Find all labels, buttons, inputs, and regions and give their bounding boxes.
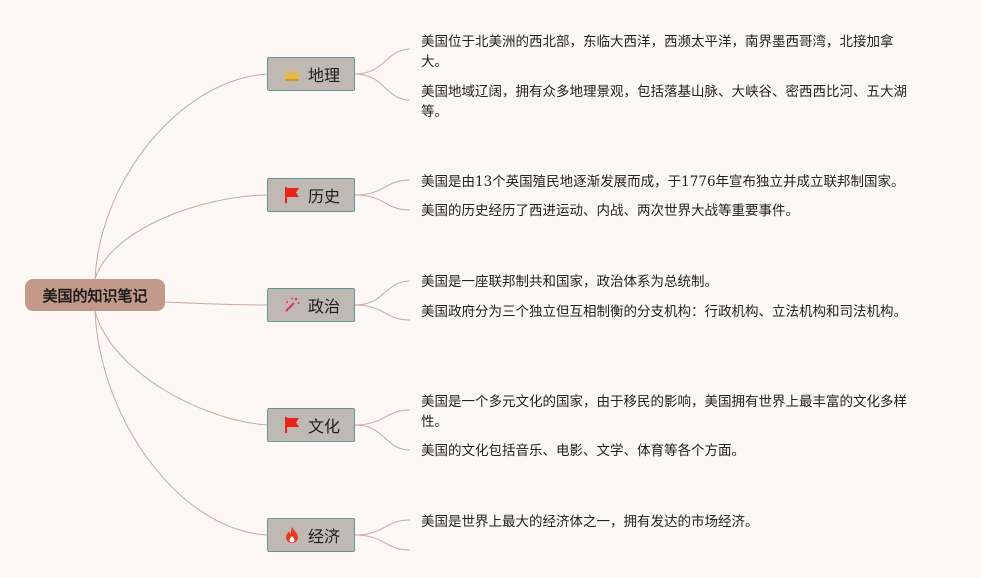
topic-culture[interactable]: 文化	[267, 408, 355, 442]
link-root-economy	[94, 310, 268, 536]
topic-geography[interactable]: 地理	[267, 57, 355, 91]
root-topic[interactable]: 美国的知识笔记	[25, 279, 165, 311]
note-geography-1: 美国位于北美洲的西北部，东临大西洋，西濒太平洋，南界墨西哥湾，北接加拿大。	[421, 34, 894, 70]
link-root-history	[94, 194, 268, 280]
note-history-2: 美国的历史经历了西进运动、内战、两次世界大战等重要事件。	[421, 203, 799, 219]
link-history-note-1	[354, 179, 411, 196]
red-flag-icon	[282, 185, 302, 205]
note-economy-1: 美国是世界上最大的经济体之一，拥有发达的市场经济。	[421, 514, 759, 530]
link-geography-note-2	[354, 73, 411, 101]
fire-icon	[282, 525, 302, 545]
topic-label: 地理	[307, 66, 340, 85]
red-flag-icon	[282, 415, 302, 435]
topic-label: 政治	[307, 297, 340, 316]
link-geography-note-1	[354, 48, 411, 75]
topic-label: 经济	[307, 527, 340, 546]
topic-economy[interactable]: 经济	[267, 518, 355, 552]
topic-politics[interactable]: 政治	[267, 288, 355, 322]
note-politics-2: 美国政府分为三个独立但互相制衡的分支机构：行政机构、立法机构和司法机构。	[421, 304, 907, 320]
note-culture-2: 美国的文化包括音乐、电影、文学、体育等各个方面。	[421, 443, 745, 459]
crown-icon	[282, 64, 302, 84]
link-culture-note-1	[354, 409, 411, 426]
topic-label: 历史	[307, 187, 340, 206]
link-history-note-2	[354, 194, 411, 211]
link-culture-note-2	[354, 424, 411, 451]
note-history-1: 美国是由13个英国殖民地逐渐发展而成，于1776年宣布独立并成立联邦制国家。	[421, 174, 905, 190]
link-politics-note-1	[354, 280, 411, 306]
topic-label: 文化	[307, 417, 340, 436]
topic-history[interactable]: 历史	[267, 178, 355, 212]
magic-wand-icon	[282, 295, 302, 315]
note-politics-1: 美国是一座联邦制共和国家，政治体系为总统制。	[421, 274, 718, 290]
note-culture-1: 美国是一个多元文化的国家，由于移民的影响，美国拥有世界上最丰富的文化多样性。	[421, 394, 907, 430]
note-geography-2: 美国地域辽阔，拥有众多地理景观，包括落基山脉、大峡谷、密西西比河、五大湖等。	[421, 84, 907, 120]
link-politics-note-2	[354, 304, 411, 321]
link-root-politics	[164, 301, 268, 306]
link-root-culture	[94, 310, 268, 426]
link-economy-note-1	[354, 519, 411, 536]
link-root-geography	[94, 73, 268, 280]
link-economy-note-2	[354, 534, 411, 551]
